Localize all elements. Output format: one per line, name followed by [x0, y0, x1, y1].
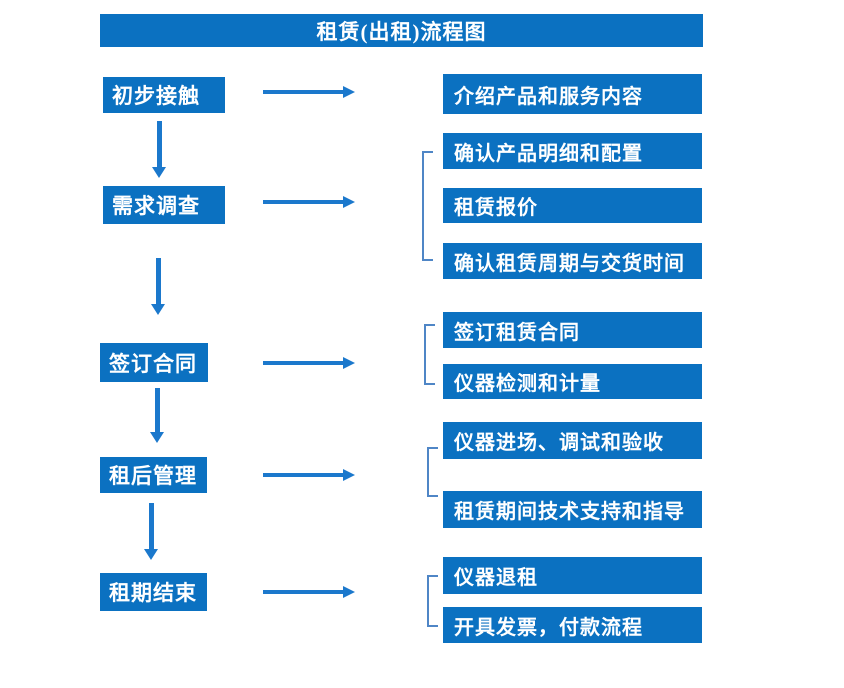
- bracket-connector: [424, 324, 435, 385]
- stage-rental-end: 租期结束: [100, 573, 207, 611]
- detail-instrument-return: 仪器退租: [443, 557, 702, 594]
- diagram-title: 租赁(出租)流程图: [100, 14, 703, 47]
- bracket-connector: [427, 575, 438, 627]
- detail-rental-quote: 租赁报价: [443, 188, 702, 223]
- down-arrow: [152, 121, 166, 178]
- bracket-connector: [422, 151, 433, 261]
- right-arrow: [263, 469, 355, 481]
- detail-instrument-entry-accept: 仪器进场、调试和验收: [443, 422, 702, 459]
- right-arrow: [263, 196, 355, 208]
- stage-demand-survey: 需求调查: [103, 186, 225, 224]
- stage-sign-contract: 签订合同: [100, 343, 208, 382]
- bracket-connector: [427, 447, 438, 497]
- down-arrow: [144, 503, 158, 560]
- detail-intro-products-services: 介绍产品和服务内容: [443, 74, 702, 114]
- right-arrow: [263, 86, 355, 98]
- stage-post-rental-management: 租后管理: [100, 457, 207, 493]
- stage-initial-contact: 初步接触: [103, 77, 225, 113]
- detail-confirm-product-config: 确认产品明细和配置: [443, 133, 702, 169]
- down-arrow: [150, 388, 164, 443]
- right-arrow: [263, 357, 355, 369]
- right-arrow: [263, 586, 355, 598]
- detail-instrument-testing: 仪器检测和计量: [443, 364, 702, 399]
- detail-sign-rental-contract: 签订租赁合同: [443, 312, 702, 348]
- detail-invoicing-payment: 开具发票，付款流程: [443, 607, 702, 643]
- detail-tech-support-guidance: 租赁期间技术支持和指导: [443, 491, 702, 528]
- detail-confirm-rental-period: 确认租赁周期与交货时间: [443, 243, 702, 279]
- down-arrow: [151, 258, 165, 315]
